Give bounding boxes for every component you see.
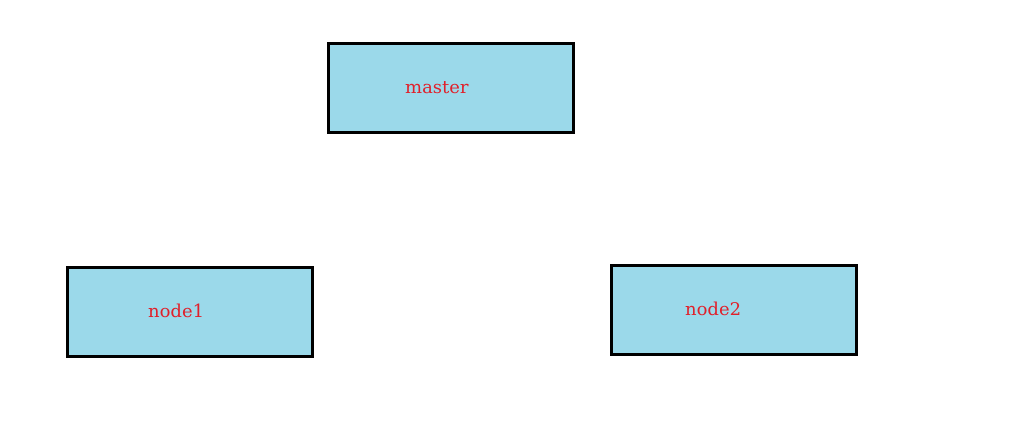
node1-box: node1 <box>66 266 314 358</box>
node2-label: node2 <box>685 299 742 320</box>
master-node-box: master <box>327 42 575 134</box>
master-node-label: master <box>405 77 469 98</box>
node1-label: node1 <box>148 301 205 322</box>
node2-box: node2 <box>610 264 858 356</box>
